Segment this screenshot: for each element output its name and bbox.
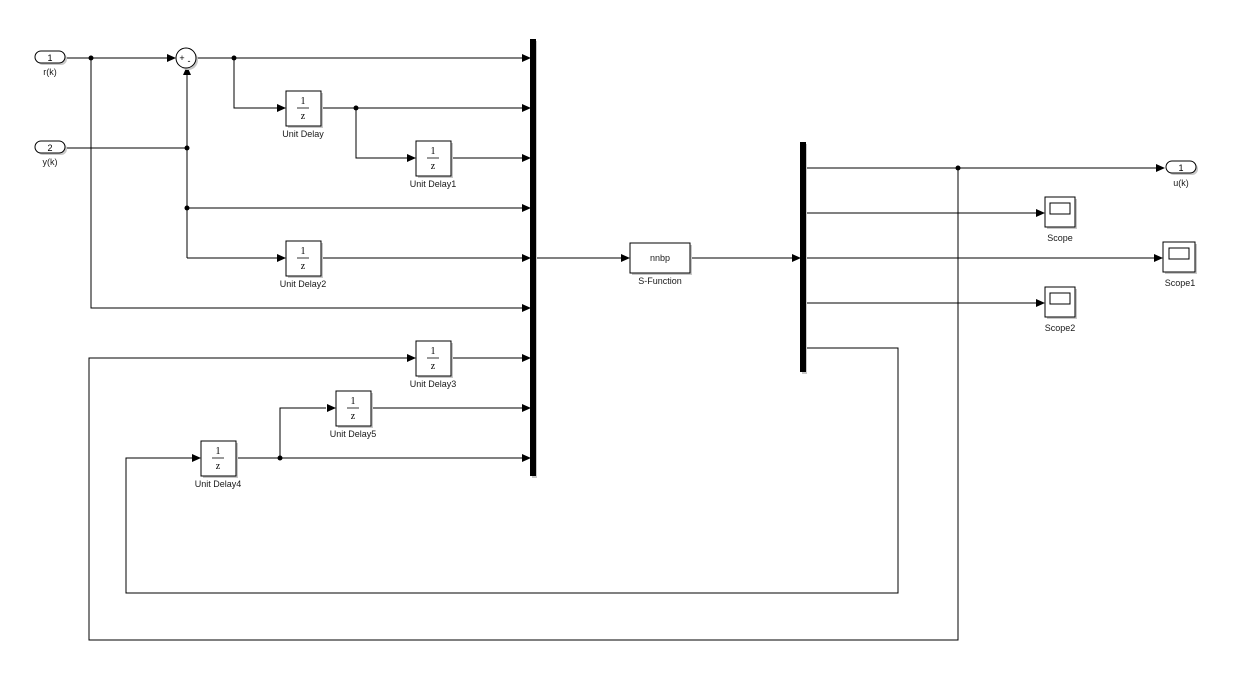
scope1-block[interactable]: Scope1 (1162, 241, 1197, 288)
unit-delay-numerator: 1 (301, 96, 306, 107)
unit-delay4-denominator: z (216, 461, 221, 472)
unit-delay-denominator: z (301, 111, 306, 122)
unit-delay3-numerator: 1 (431, 346, 436, 357)
mux-bar[interactable] (530, 39, 537, 478)
scope-block[interactable]: Scope (1044, 196, 1077, 243)
unit-delay5-label: Unit Delay5 (330, 429, 377, 439)
inport-y-number: 2 (47, 143, 52, 153)
inport-r-number: 1 (47, 53, 52, 63)
scope1-label: Scope1 (1165, 278, 1196, 288)
unit-delay5-block[interactable]: 1 z Unit Delay5 (330, 390, 377, 439)
demux-bar[interactable] (800, 142, 807, 374)
sum-sign-minus: - (188, 56, 191, 66)
inport-y[interactable]: 2 y(k) (34, 140, 67, 167)
unit-delay5-denominator: z (351, 411, 356, 422)
unit-delay2-block[interactable]: 1 z Unit Delay2 (280, 240, 327, 289)
inport-r-label: r(k) (43, 67, 57, 77)
arrowheads (167, 54, 1165, 462)
unit-delay4-block[interactable]: 1 z Unit Delay4 (195, 440, 242, 489)
scope-label: Scope (1047, 233, 1073, 243)
unit-delay1-block[interactable]: 1 z Unit Delay1 (410, 140, 457, 189)
sum-block[interactable]: + - (175, 47, 198, 70)
signal-lines (66, 57, 1159, 641)
unit-delay3-label: Unit Delay3 (410, 379, 457, 389)
scope2-screen-icon (1049, 292, 1071, 305)
unit-delay-block[interactable]: 1 z Unit Delay (282, 90, 324, 139)
outport-u-label: u(k) (1173, 178, 1189, 188)
outport-u-number: 1 (1178, 163, 1183, 173)
scope1-screen-icon (1168, 247, 1190, 260)
s-function-block[interactable]: nnbp S-Function (629, 242, 692, 286)
unit-delay5-numerator: 1 (351, 396, 356, 407)
unit-delay2-numerator: 1 (301, 246, 306, 257)
sum-sign-plus: + (179, 53, 184, 63)
unit-delay1-numerator: 1 (431, 146, 436, 157)
unit-delay-label: Unit Delay (282, 129, 324, 139)
scope2-block[interactable]: Scope2 (1044, 286, 1077, 333)
scope2-label: Scope2 (1045, 323, 1076, 333)
unit-delay1-label: Unit Delay1 (410, 179, 457, 189)
inport-y-label: y(k) (43, 157, 58, 167)
scope-screen-icon (1049, 202, 1071, 215)
unit-delay4-numerator: 1 (216, 446, 221, 457)
unit-delay2-label: Unit Delay2 (280, 279, 327, 289)
unit-delay2-denominator: z (301, 261, 306, 272)
unit-delay3-block[interactable]: 1 z Unit Delay3 (410, 340, 457, 389)
inport-r[interactable]: 1 r(k) (34, 50, 67, 77)
branch-points (88, 55, 961, 461)
outport-u[interactable]: 1 u(k) (1165, 160, 1198, 188)
unit-delay3-denominator: z (431, 361, 436, 372)
s-function-label: S-Function (638, 276, 682, 286)
unit-delay1-denominator: z (431, 161, 436, 172)
s-function-name: nnbp (650, 253, 670, 263)
unit-delay4-label: Unit Delay4 (195, 479, 242, 489)
